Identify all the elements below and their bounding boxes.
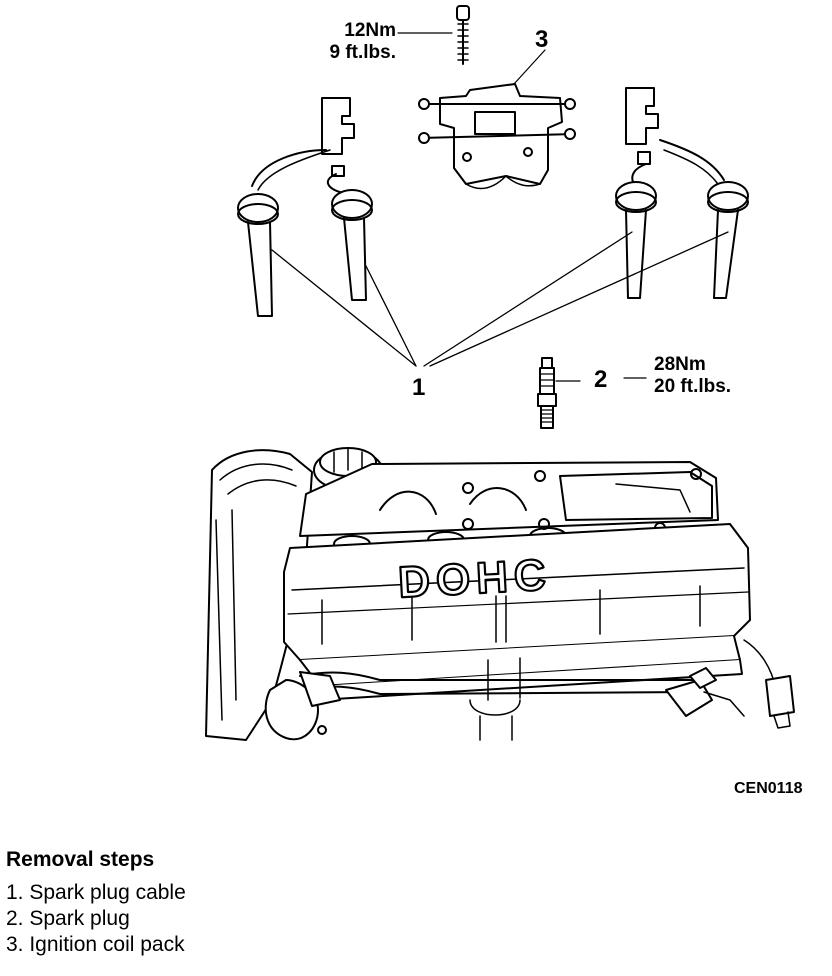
plug-torque-imperial: 20 ft.lbs. <box>654 376 732 397</box>
callout-2: 2 <box>594 366 608 393</box>
figure-code: CEN0118 <box>734 780 803 797</box>
callout-1: 1 <box>412 374 426 401</box>
removal-step: 3. Ignition coil pack <box>6 933 185 956</box>
callout-3: 3 <box>535 26 549 53</box>
coil-pack-bolt <box>397 5 470 65</box>
removal-step: 1. Spark plug cable <box>6 881 186 904</box>
cover-lettering: DOHC <box>397 550 553 607</box>
spark-plug-cables-left <box>237 97 373 317</box>
spark-plug-cables-right <box>615 87 749 299</box>
exploded-view-diagram: DOHC <box>205 5 795 741</box>
plug-torque-label: 28Nm 20 ft.lbs. <box>654 354 731 398</box>
plug-torque-metric: 28Nm <box>654 354 706 375</box>
bolt-torque-imperial: 9 ft.lbs. <box>329 42 396 63</box>
removal-steps-title: Removal steps <box>6 848 155 871</box>
bolt-torque-label: 12Nm 9 ft.lbs. <box>310 20 396 64</box>
ignition-coil-pack <box>418 49 576 190</box>
bolt-torque-metric: 12Nm <box>344 20 396 41</box>
spark-plug <box>537 357 647 429</box>
removal-steps-list: 1. Spark plug cable 2. Spark plug 3. Ign… <box>6 880 566 958</box>
removal-step: 2. Spark plug <box>6 907 130 930</box>
removal-steps: Removal steps 1. Spark plug cable 2. Spa… <box>6 848 566 958</box>
callout-1-leaders <box>271 231 729 367</box>
engine-assembly <box>205 447 795 741</box>
